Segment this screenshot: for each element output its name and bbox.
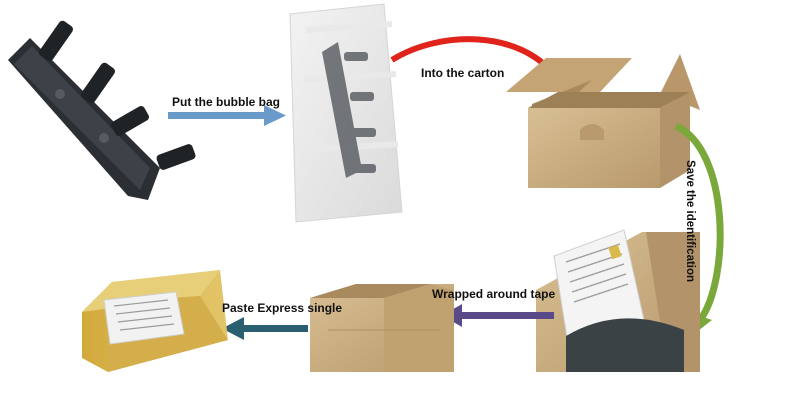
step-label-wrapped-tape: Wrapped around tape [432, 287, 556, 301]
step-label-into-carton: Into the carton [421, 66, 505, 80]
step-label-save-identification: Save the identification [684, 160, 696, 283]
arrow-to-bubble-bag [168, 105, 286, 126]
open-carton-icon [506, 54, 700, 188]
ignition-coil-pack-icon [8, 20, 196, 200]
bubble-bag-part-icon [289, 3, 403, 223]
carton-with-identification-icon [536, 229, 700, 372]
step-label-bubble-bag: Put the bubble bag [172, 95, 280, 109]
closed-carton-icon [310, 284, 454, 372]
step-label-paste-express: Paste Express single [222, 301, 343, 315]
taped-box-with-express-label-icon [82, 270, 228, 372]
arrow-paste-express [222, 317, 308, 340]
